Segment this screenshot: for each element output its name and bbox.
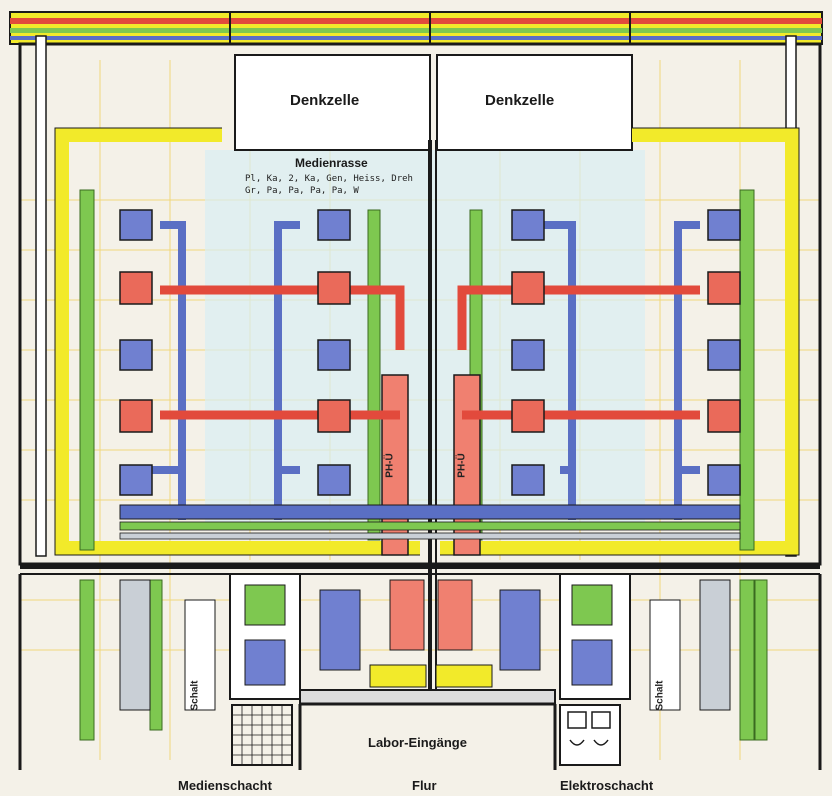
blue-risers <box>150 221 700 520</box>
media-zone-note-1: Pl, Ka, 2, Ka, Gen, Heiss, Dreh <box>245 174 413 184</box>
denkzelle-rooms <box>234 54 633 151</box>
media-zone <box>205 150 645 530</box>
electrical-shaft-label: Elektroschacht <box>560 778 654 793</box>
denkzelle-left-label: Denkzelle <box>290 92 360 109</box>
collector-band <box>119 504 741 540</box>
red-supply-pipes <box>160 285 700 420</box>
media-zone-note-2: Gr, Pa, Pa, Pa, Pa, W <box>245 186 359 196</box>
switch-left-label: Schalt <box>189 680 201 711</box>
denkzelle-right-label: Denkzelle <box>485 92 555 109</box>
media-shaft-label: Medienschacht <box>178 778 272 793</box>
electrical-shaft <box>559 704 621 766</box>
lower-walls <box>18 574 822 770</box>
central-risers <box>381 140 481 700</box>
media-zone-heading: Medienrasse <box>295 156 368 170</box>
riser-left-label: PH-Ü <box>384 453 396 478</box>
lower-equipment <box>119 579 731 711</box>
yellow-perimeter-ducts <box>55 128 799 555</box>
blue-units <box>119 209 741 496</box>
outer-walls <box>18 42 822 575</box>
red-units <box>119 271 741 433</box>
media-shaft-grid <box>231 704 293 766</box>
top-distribution-bar <box>9 11 823 45</box>
riser-right-label: PH-Ü <box>456 453 468 478</box>
yellow-duct-outline <box>54 127 800 556</box>
corridor-label: Labor-Eingänge <box>368 735 467 750</box>
switch-right-label: Schalt <box>654 680 666 711</box>
hallway-label: Flur <box>412 778 437 793</box>
